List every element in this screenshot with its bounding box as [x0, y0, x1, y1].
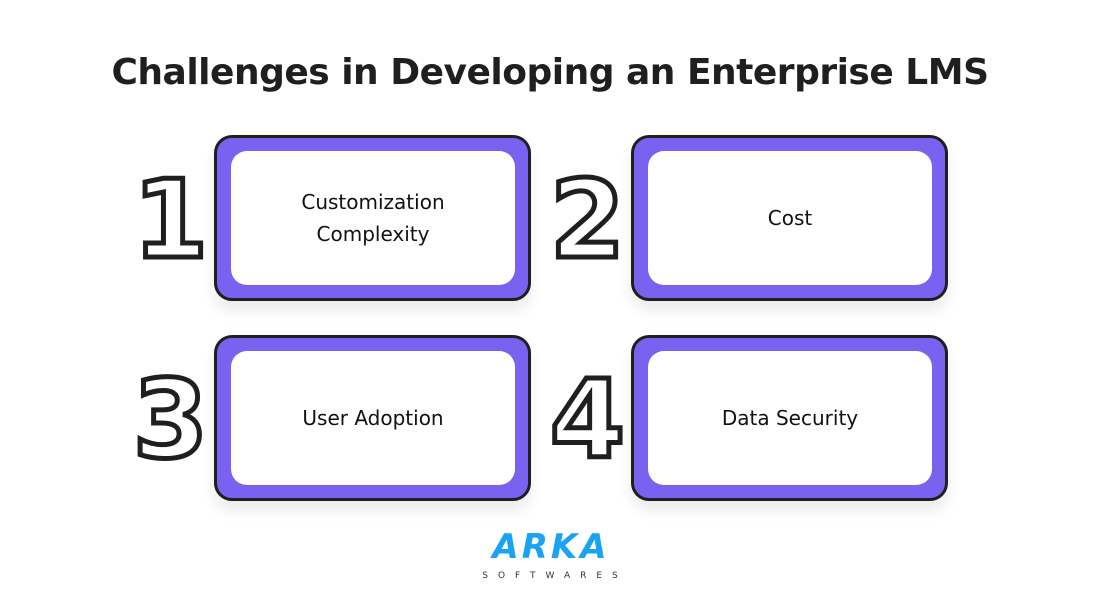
- arka-logo: ARKA SOFTWARES: [460, 526, 642, 582]
- challenge-label: Customization Complexity: [301, 190, 445, 246]
- number-4: 4: [547, 358, 627, 483]
- logo-wordmark: ARKA: [492, 527, 610, 567]
- challenge-card-3: User Adoption: [214, 335, 531, 501]
- challenge-card-2: Cost: [631, 135, 948, 301]
- logo-subtitle: SOFTWARES: [482, 571, 628, 581]
- number-1: 1: [130, 158, 210, 283]
- number-3: 3: [130, 358, 210, 483]
- challenge-label: User Adoption: [302, 406, 444, 430]
- number-2: 2: [547, 158, 627, 283]
- page-title: Challenges in Developing an Enterprise L…: [111, 52, 990, 93]
- challenge-card-1: Customization Complexity: [214, 135, 531, 301]
- challenge-label: Data Security: [721, 406, 859, 430]
- challenge-card-4: Data Security: [631, 335, 948, 501]
- challenge-label: Cost: [767, 206, 813, 230]
